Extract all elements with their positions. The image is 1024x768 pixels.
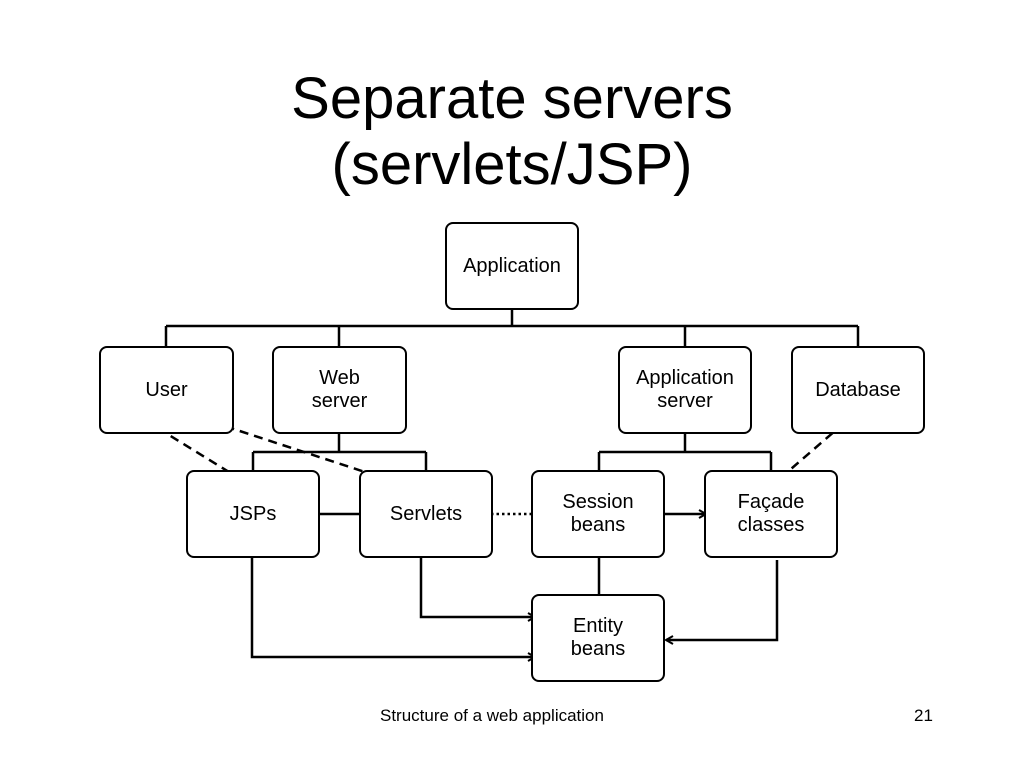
solid-arrows <box>250 514 779 657</box>
node-facade-classes: Façade classes <box>704 470 838 558</box>
node-application: Application <box>445 222 579 310</box>
arrow-jsps-to-entity <box>250 558 535 657</box>
node-application-server: Application server <box>618 346 752 434</box>
hierarchy-lines <box>164 310 860 594</box>
node-servlets: Servlets <box>359 470 493 558</box>
node-web-server: Web server <box>272 346 407 434</box>
arrow-servlets-to-entity <box>419 558 535 617</box>
arrow-facade-to-entity <box>666 560 779 640</box>
node-jsps: JSPs <box>186 470 320 558</box>
page-number: 21 <box>914 706 933 725</box>
node-session-beans: Session beans <box>531 470 665 558</box>
node-user: User <box>99 346 234 434</box>
title-line-2: (servlets/JSP) <box>331 132 693 197</box>
title-line-1: Separate servers <box>291 66 733 131</box>
node-database: Database <box>791 346 925 434</box>
node-entity-beans: Entity beans <box>531 594 665 682</box>
footer-text: Structure of a web application <box>380 706 604 725</box>
slide-title: Separate servers (servlets/JSP) <box>0 66 1024 198</box>
